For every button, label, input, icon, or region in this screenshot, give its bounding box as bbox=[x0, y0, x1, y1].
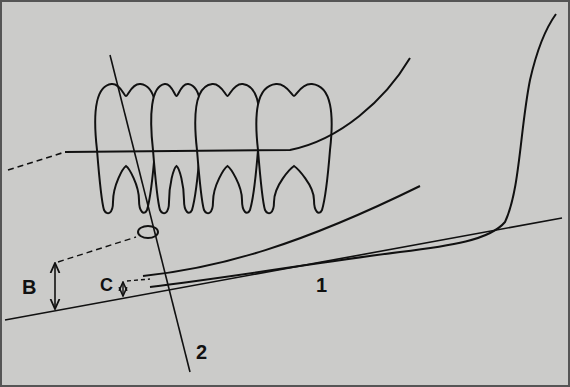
dimension-arrow bbox=[122, 282, 123, 296]
tangent-line bbox=[5, 218, 562, 320]
callout-number: 2 bbox=[196, 342, 207, 362]
tooth-outline bbox=[95, 84, 157, 213]
inner-cortex bbox=[143, 186, 420, 276]
reference-line bbox=[110, 55, 190, 372]
tooth-outline bbox=[195, 84, 259, 213]
dimension-label: B bbox=[22, 277, 36, 297]
foramen bbox=[138, 226, 158, 238]
dashed-leader bbox=[127, 279, 150, 281]
occlusal-line bbox=[65, 58, 410, 152]
mandible-border bbox=[150, 14, 556, 287]
tooth-outline bbox=[151, 84, 202, 213]
dashed-extension bbox=[8, 152, 65, 170]
callout-number: 1 bbox=[316, 275, 327, 295]
dashed-leader bbox=[58, 237, 136, 262]
dimension-label: C bbox=[100, 276, 113, 294]
dimension-arrow bbox=[54, 263, 56, 309]
